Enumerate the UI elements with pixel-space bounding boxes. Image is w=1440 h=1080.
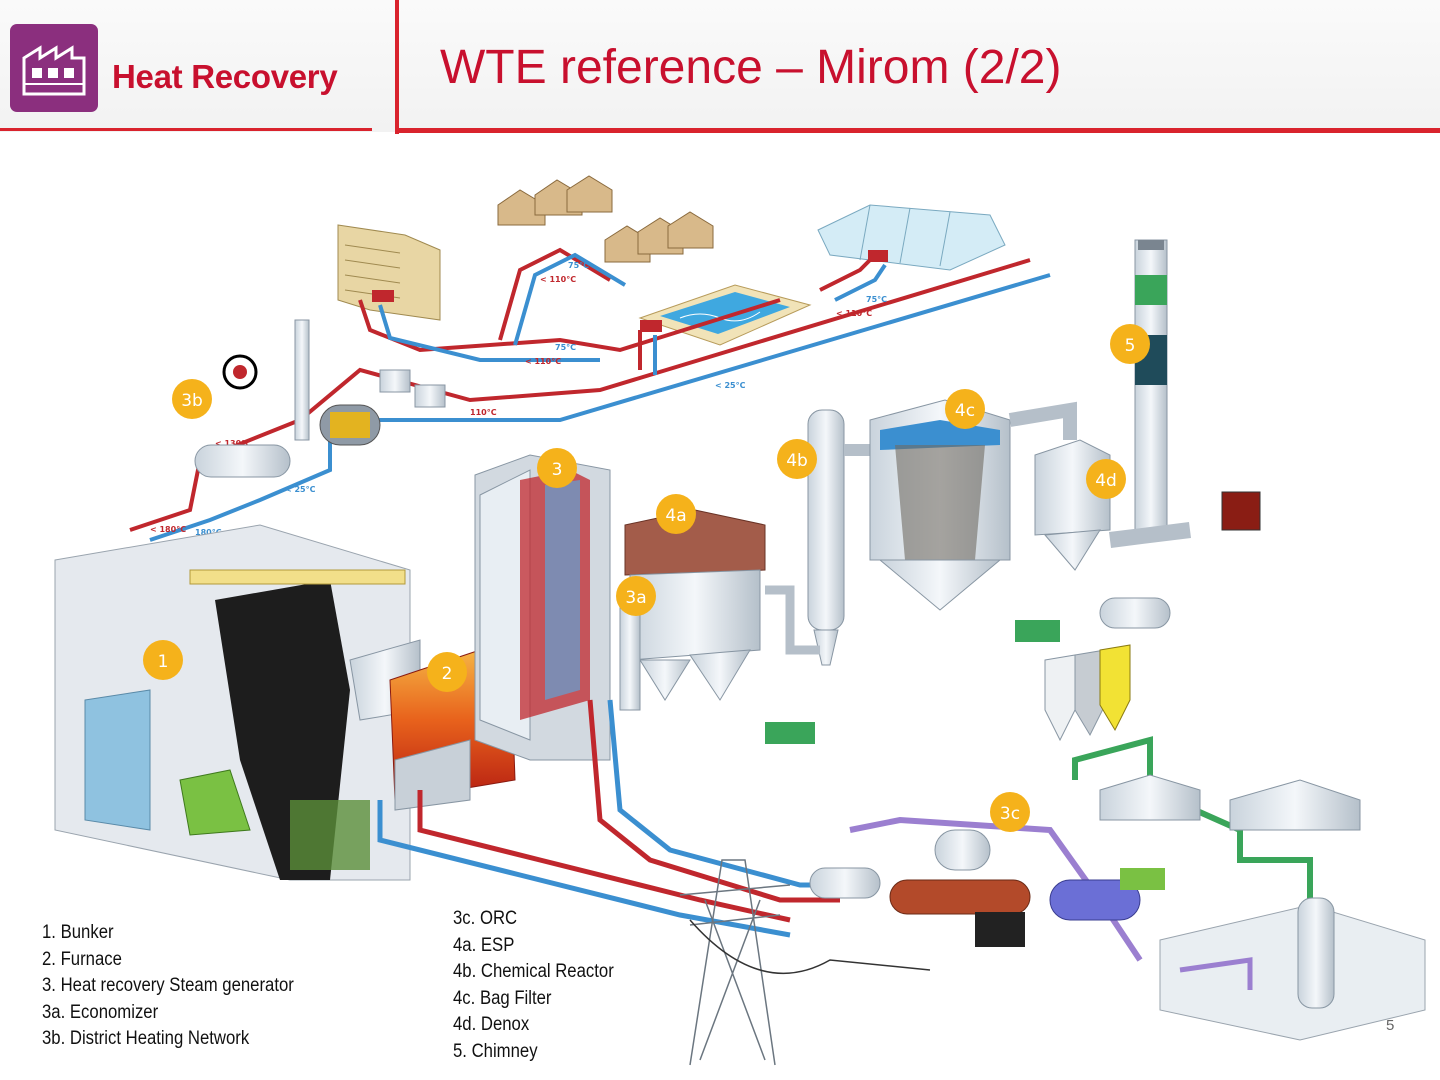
chimney	[1099, 239, 1261, 629]
badge-3b: 3b	[172, 379, 212, 419]
svg-text:1: 1	[158, 652, 169, 672]
section-title: Heat Recovery	[112, 58, 338, 95]
header-band	[0, 0, 1440, 132]
temperature-label: < 130°C	[215, 439, 251, 448]
pump-house	[1159, 897, 1426, 1041]
badge-3c: 3c	[990, 792, 1030, 832]
legend-item: 4c. Bag Filter	[453, 987, 552, 1009]
temperature-label: 75°C	[866, 295, 887, 304]
badge-5: 5	[1110, 324, 1150, 364]
temperature-label: 75°C	[568, 261, 589, 270]
cooling-system	[1072, 736, 1361, 900]
legend-item: 5. Chimney	[453, 1040, 538, 1062]
houses	[497, 175, 714, 263]
heat-exchanger	[194, 319, 446, 478]
orc-unit	[809, 816, 1165, 962]
badge-4d: 4d	[1086, 459, 1126, 499]
divider	[395, 128, 1440, 133]
temperature-label: < 180°C	[150, 525, 186, 534]
legend-item: 4b. Chemical Reactor	[453, 961, 614, 982]
temperature-label: < 25°C	[715, 381, 746, 390]
divider	[0, 128, 372, 131]
reagent-silos	[1044, 644, 1131, 742]
svg-text:3: 3	[552, 460, 563, 480]
legend-item: 3. Heat recovery Steam generator	[42, 975, 294, 996]
svg-text:3b: 3b	[181, 391, 203, 411]
factory-icon	[10, 24, 98, 112]
svg-text:5: 5	[1125, 336, 1136, 356]
legend-item: 3a. Economizer	[42, 1001, 159, 1023]
badge-1: 1	[143, 640, 183, 680]
temperature-label: < 110°C	[525, 357, 561, 366]
legend-item: 3c. ORC	[453, 908, 518, 929]
badge-4a: 4a	[656, 494, 696, 534]
callout-badges: 1 2 3 3a 3b 3c 4a 4b 4c 4d 5	[143, 324, 1150, 832]
badge-3a: 3a	[616, 576, 656, 616]
divider	[395, 0, 399, 134]
legend-item: 2. Furnace	[42, 948, 122, 970]
badge-4b: 4b	[777, 439, 817, 479]
district-heating-pipes	[129, 247, 1051, 542]
temperature-label: < 110°C	[836, 309, 872, 318]
apartment-building	[337, 224, 441, 321]
steam-generator	[474, 454, 611, 761]
legend-left: 1. Bunker 2. Furnace 3. Heat recovery St…	[42, 920, 294, 1053]
slide-title: WTE reference – Mirom (2/2)	[440, 41, 1062, 94]
temperature-label: < 25°C	[285, 485, 316, 494]
legend-right: 3c. ORC 4a. ESP 4b. Chemical Reactor 4c.…	[453, 906, 614, 1065]
badge-3: 3	[537, 448, 577, 488]
badge-2: 2	[427, 652, 467, 692]
bunker	[54, 524, 411, 881]
greenhouse	[817, 204, 1006, 271]
chemical-reactor	[765, 409, 870, 666]
bag-filter	[869, 399, 1060, 642]
temperature-label: 75°C	[555, 343, 576, 352]
svg-text:2: 2	[442, 664, 453, 684]
temperature-label: < 110°C	[540, 275, 576, 284]
power-pylon	[679, 859, 931, 1066]
legend-item: 4d. Denox	[453, 1014, 530, 1035]
svg-text:4d: 4d	[1095, 471, 1117, 491]
svg-text:4a: 4a	[665, 506, 686, 526]
esp-filter	[619, 509, 815, 744]
legend-item: 1. Bunker	[42, 922, 114, 943]
temperature-label: 180°C	[195, 528, 222, 537]
denox	[1008, 401, 1111, 571]
svg-text:3a: 3a	[625, 588, 646, 608]
svg-text:4c: 4c	[955, 401, 975, 421]
svg-text:3c: 3c	[1000, 804, 1020, 824]
badge-4c: 4c	[945, 389, 985, 429]
wte-plant-diagram: 75°C < 110°C 75°C < 110°C 75°C < 110°C <…	[54, 175, 1426, 1066]
legend-item: 4a. ESP	[453, 934, 515, 956]
temperature-label: 110°C	[470, 408, 497, 417]
page-number: 5	[1386, 1017, 1395, 1034]
svg-text:4b: 4b	[786, 451, 808, 471]
legend-item: 3b. District Heating Network	[42, 1028, 250, 1049]
